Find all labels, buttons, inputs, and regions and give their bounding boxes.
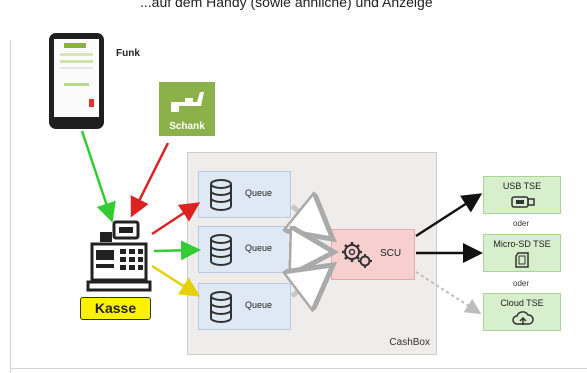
schank-tile: Schank [159,82,215,136]
arrow-kasse-to-queue-3 [151,264,201,297]
queue-label: Queue [245,300,273,310]
funk-label: Funk [116,48,140,59]
kasse-label: Kasse [94,300,137,316]
cropped-caption: ...auf dem Handy (sowie ähnliche) und An… [0,0,587,12]
cash-register-icon [86,220,152,292]
arrow-queue-2-to-scu [292,251,329,252]
kasse-badge: Kasse [80,297,151,320]
gears-icon [342,242,372,268]
beer-tap-icon [171,92,204,112]
bottom-border-line [10,368,587,369]
database-icon [210,179,232,211]
queue-label: Queue [245,243,273,253]
oder-label: oder [513,219,530,228]
queue-box: Queue [198,226,291,273]
phone-screen [54,39,99,117]
left-border-line [10,40,11,373]
cloud-upload-icon [512,311,534,325]
arrow-scu-to-cloud-tse [415,271,482,315]
queue-box: Queue [198,283,291,330]
tse-label: USB TSE [502,181,542,191]
arrow-schank-to-kasse [130,142,170,218]
micro-sd-tse-box: Micro-SD TSE [483,234,561,272]
arrow-funk-to-kasse [80,130,116,223]
scu-box: SCU [331,229,415,280]
caption-text: ...auf dem Handy (sowie ähnliche) und An… [140,0,433,10]
arrow-kasse-to-queue-1 [151,202,201,236]
arrow-queue-1-to-scu [292,206,329,236]
arrow-scu-to-usb-tse [415,193,483,238]
database-icon [210,234,232,266]
scu-label: SCU [380,248,402,259]
schank-label: Schank [169,121,205,132]
database-icon [210,291,232,323]
cloud-tse-box: Cloud TSE [483,293,561,331]
arrow-kasse-to-queue-2 [153,240,201,261]
tse-label: Micro-SD TSE [493,239,551,249]
phone-device [49,33,104,129]
phone-screen-content-icon [60,43,94,107]
queue-label: Queue [245,188,273,198]
cashbox-label: CashBox [389,337,430,348]
sd-card-icon [515,252,529,268]
oder-label: oder [513,279,530,288]
usb-tse-box: USB TSE [483,176,561,214]
arrow-queue-3-to-scu [292,268,329,296]
usb-stick-icon [511,196,535,208]
queue-box: Queue [198,171,291,218]
tse-label: Cloud TSE [500,298,544,308]
